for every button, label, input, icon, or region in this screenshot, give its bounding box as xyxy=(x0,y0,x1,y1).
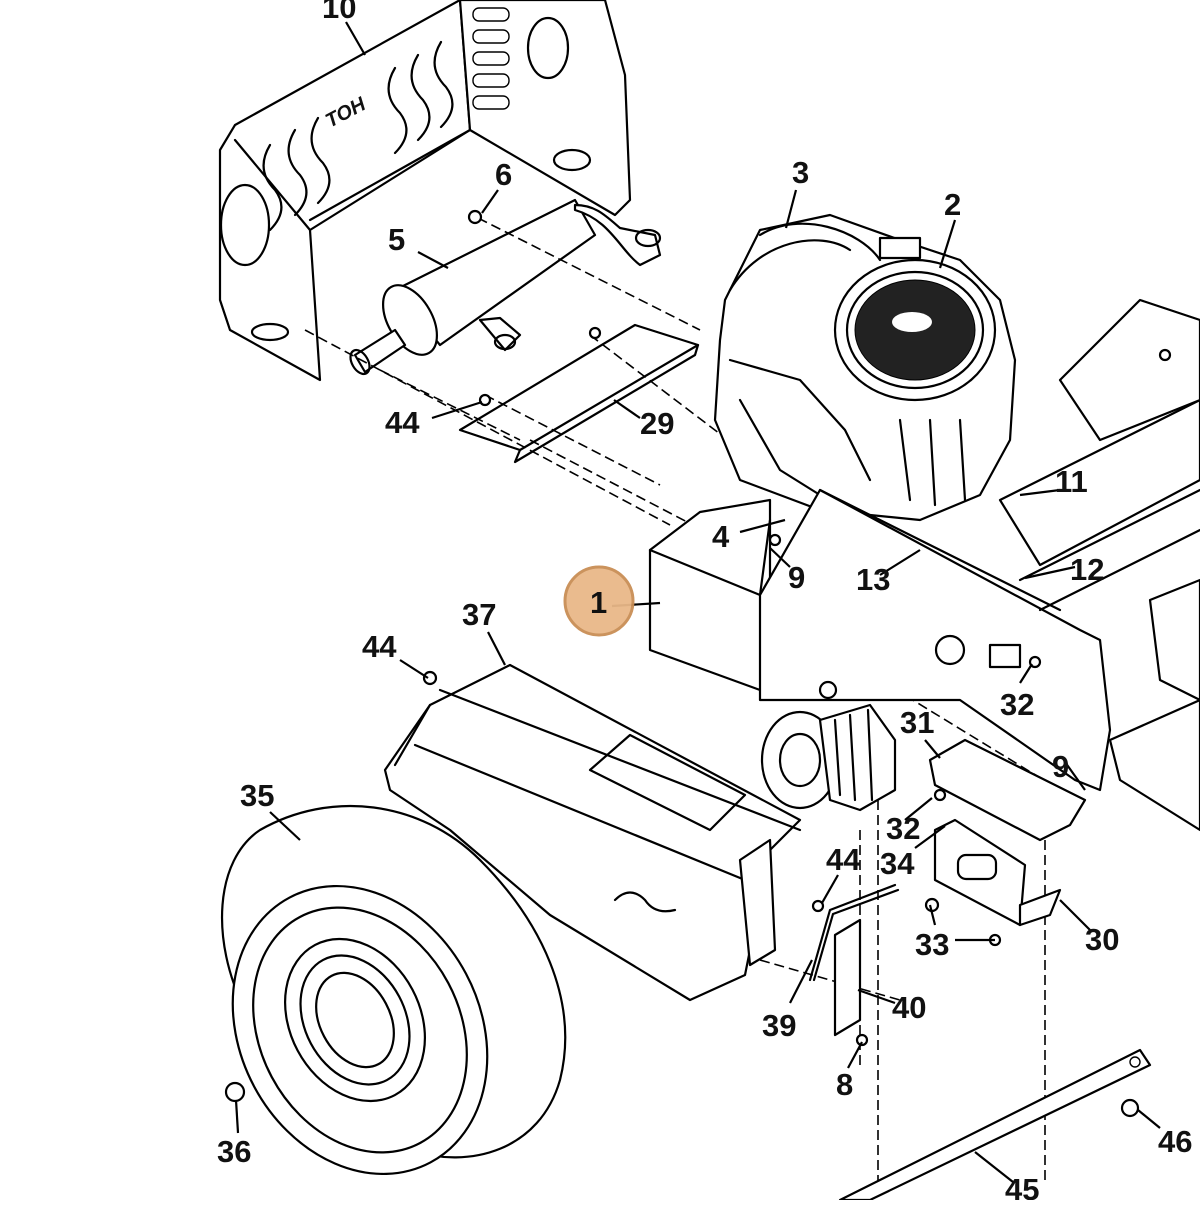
callout-34: 34 xyxy=(880,846,915,881)
callout-36: 36 xyxy=(217,1134,251,1169)
deck-link-part xyxy=(838,1048,1152,1202)
callout-40: 40 xyxy=(892,990,926,1025)
callout-9-lower: 9 xyxy=(1052,749,1069,784)
callout-6: 6 xyxy=(495,157,512,192)
callout-46: 46 xyxy=(1158,1124,1192,1159)
callout-5: 5 xyxy=(388,222,405,257)
callout-8: 8 xyxy=(836,1067,853,1102)
callout-11: 11 xyxy=(1055,464,1088,499)
callout-10: 10 xyxy=(322,0,356,25)
callout-44-right: 44 xyxy=(826,842,861,877)
callout-2: 2 xyxy=(944,187,961,222)
callout-9-upper: 9 xyxy=(788,560,805,595)
callout-33: 33 xyxy=(915,927,949,962)
wheel-hub-part xyxy=(760,703,897,812)
callout-37: 37 xyxy=(462,597,496,632)
callout-44-left: 44 xyxy=(362,629,397,664)
fender-part xyxy=(383,663,802,1002)
callout-44-top: 44 xyxy=(385,405,420,440)
engine-part xyxy=(713,213,1017,522)
mounting-brackets-part xyxy=(928,738,1087,927)
highlighted-callout-marker xyxy=(563,565,635,637)
heat-shield-part: TOH xyxy=(218,0,632,382)
callout-3: 3 xyxy=(792,155,809,190)
callout-32-lower: 32 xyxy=(886,811,920,846)
callout-39: 39 xyxy=(762,1008,796,1043)
callout-1: 1 xyxy=(590,585,607,620)
callout-13: 13 xyxy=(856,562,890,597)
muffler-part xyxy=(349,198,662,376)
callout-45: 45 xyxy=(1005,1172,1039,1200)
callout-31: 31 xyxy=(900,705,934,740)
callout-32-upper: 32 xyxy=(1000,687,1034,722)
fasteners xyxy=(224,209,1172,1118)
callout-4: 4 xyxy=(712,519,730,554)
callout-12: 12 xyxy=(1070,552,1104,587)
callout-30: 30 xyxy=(1085,922,1119,957)
callout-35: 35 xyxy=(240,778,274,813)
callout-29: 29 xyxy=(640,406,674,441)
baffle-parts xyxy=(808,883,900,1037)
leader-lines xyxy=(234,21,1161,1183)
rear-tire-part xyxy=(221,804,567,1176)
callout-labels: 10 6 5 3 2 44 29 4 9 11 12 13 1 37 44 32… xyxy=(217,0,1192,1205)
frame-part xyxy=(648,298,1200,832)
